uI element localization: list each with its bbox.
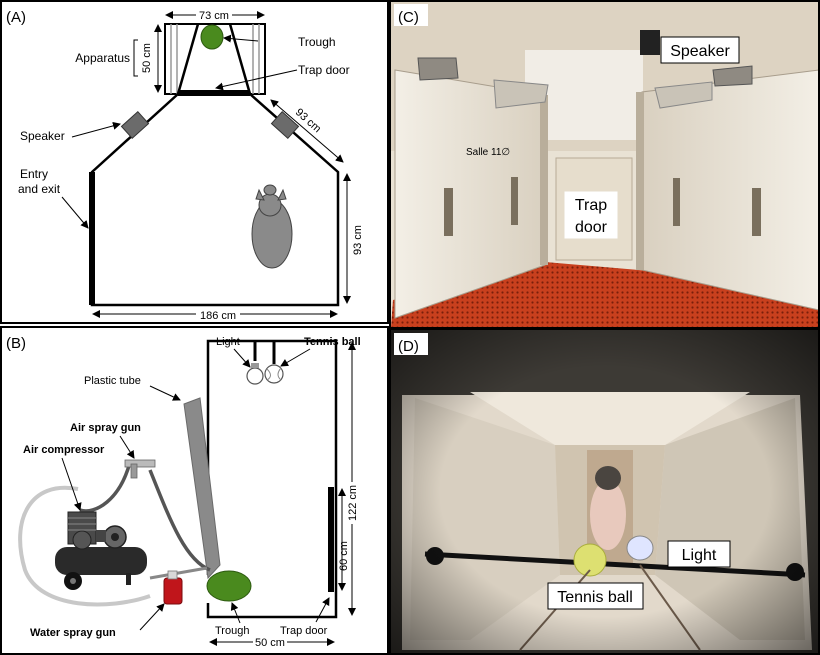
room-sign: Salle 11∅ (466, 147, 510, 158)
airgun-label: Air spray gun (70, 422, 141, 434)
panel-d-letter: (D) (398, 338, 419, 355)
dim-width-label: 50 cm (255, 637, 285, 649)
trapdoor-pointer (215, 69, 298, 91)
wall-slot (511, 177, 518, 225)
trough-label: Trough (298, 35, 336, 49)
water-hose (18, 485, 151, 607)
funnel-left (176, 23, 200, 95)
air-spray-gun-icon (124, 459, 156, 479)
apparatus-label: Apparatus (75, 51, 130, 65)
panel-d-letter-bg (394, 333, 428, 355)
light-bulb-icon (246, 367, 264, 385)
watergun-pointer (139, 603, 165, 631)
trapdoor-callout-box (564, 191, 618, 239)
panel-d-border (389, 328, 820, 655)
airgun-pointer (119, 435, 135, 459)
entry-label-line1: Entry (20, 167, 48, 181)
entry-label-line2: and exit (18, 182, 61, 196)
tennis-label: Tennis ball (304, 336, 361, 348)
speaker-box-right (654, 81, 713, 109)
speaker-pointer (71, 121, 121, 138)
panel-b: (B) Light Tennis ball 122 cm 60 cm 50 cm… (0, 326, 389, 655)
watergun-label: Water spray gun (30, 627, 116, 639)
panel-a-letter: (A) (6, 9, 26, 26)
trapdoor-label-b: Trap door (280, 625, 328, 637)
tennis-callout-box (547, 582, 644, 610)
wall-slot (673, 178, 680, 226)
light-label: Light (216, 336, 240, 348)
speaker-device (640, 30, 660, 55)
trapdoor-label: Trap door (298, 63, 350, 77)
panel-a: (A) 73 cm 50 cm Apparatus (0, 0, 389, 324)
trough-label-b: Trough (215, 625, 249, 637)
wall-slot (752, 188, 761, 236)
speaker-box-left (493, 79, 549, 109)
light-callout-box (667, 540, 731, 568)
speaker-callout-box (660, 36, 740, 64)
trapdoor-pointer-b (315, 597, 330, 623)
shelf-left (417, 57, 459, 81)
light-pointer (233, 348, 251, 368)
air-hose-tube (148, 469, 211, 572)
dim-top-bg (196, 8, 232, 21)
tube-label: Plastic tube (84, 375, 141, 387)
corner-post (636, 92, 644, 270)
dim-bottom-bg (196, 308, 240, 321)
trough-icon (200, 24, 224, 50)
compressor-label: Air compressor (23, 444, 105, 456)
light-callout: Light (682, 547, 717, 564)
apparatus-bracket (133, 39, 138, 77)
dim-right-label: 93 cm (352, 225, 364, 255)
water-spray-gun-icon (149, 566, 208, 605)
chamber-outline (206, 339, 338, 619)
air-hose (79, 461, 132, 513)
speaker-callout: Speaker (670, 43, 730, 60)
trapdoor-callout-line1: Trap (575, 197, 607, 214)
tennis-ball-icon (264, 364, 284, 384)
dim-height-bg (346, 482, 359, 524)
funnel-right (228, 23, 252, 95)
light-bulb-cap (251, 363, 259, 368)
trough-pointer-b (230, 602, 241, 624)
tennis-callout: Tennis ball (557, 589, 633, 606)
dim-apparatus-label: 50 cm (141, 43, 153, 73)
panel-c-letter: (C) (398, 9, 419, 26)
dim-door-label: 60 cm (338, 541, 350, 571)
panel-c-letter-bg (394, 4, 428, 26)
panel-c: Salle 11∅ Speaker Trap door (C) (391, 1, 820, 327)
corner-post (540, 95, 548, 265)
speaker-icon-left (120, 110, 150, 140)
plastic-tube-icon (183, 397, 221, 580)
dim-width-bg (253, 636, 287, 649)
dim-bottom-label: 186 cm (200, 310, 236, 322)
dim-diag-arrow (270, 99, 344, 163)
tube-pointer (149, 385, 181, 401)
tennis-seam (266, 368, 271, 381)
panel-b-letter: (B) (6, 335, 26, 352)
pig-icon (251, 184, 293, 269)
entry-pointer (61, 196, 89, 229)
dim-top-label: 73 cm (199, 10, 229, 22)
wall-slot (444, 188, 453, 236)
tennis-seam (277, 367, 282, 381)
trough-pointer (223, 34, 259, 43)
compressor-pointer (61, 457, 82, 511)
shelf-right (712, 65, 753, 87)
speaker-label: Speaker (20, 129, 65, 143)
dim-height-label: 122 cm (347, 485, 359, 521)
tennis-pointer (280, 348, 311, 367)
air-compressor-icon (55, 511, 147, 590)
trapdoor-callout-line2: door (575, 219, 608, 236)
panel-d: Light Tennis ball (D) (391, 330, 819, 654)
trough-icon-b (206, 570, 252, 602)
